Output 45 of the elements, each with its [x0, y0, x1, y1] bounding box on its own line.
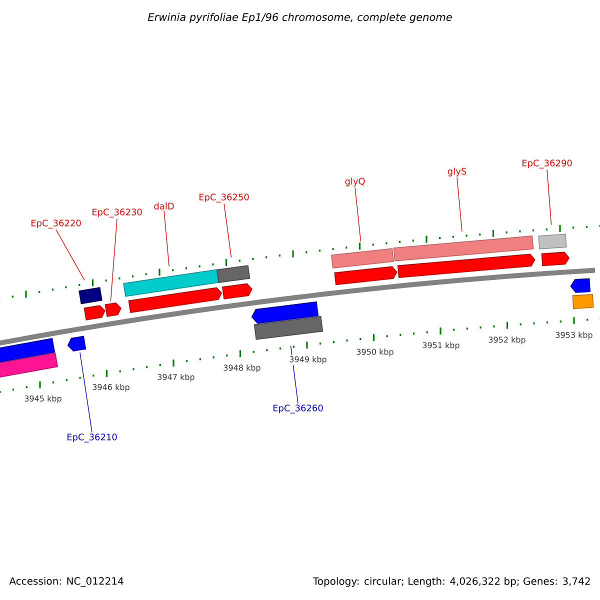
gene-label: EpC_36230 [92, 208, 142, 218]
position-label: 3953 kbp [554, 330, 594, 340]
gene-feature [254, 316, 324, 340]
gene-feature [572, 294, 594, 310]
footer-text: Accession: NC_012214 [9, 577, 124, 587]
leader-line [456, 177, 462, 232]
gene-feature [331, 248, 394, 268]
gene-label: EpC_36250 [199, 194, 249, 202]
gene-label: glyQ [345, 178, 365, 186]
leader-line [110, 218, 118, 302]
gene-feature [570, 278, 591, 293]
position-label: 3948 kbp [222, 364, 262, 374]
gene-feature [538, 234, 567, 250]
position-label: 3945 kbp [23, 394, 63, 404]
gene-label: EpC_36210 [67, 434, 117, 442]
gene-label: dalD [154, 202, 174, 210]
leader-line [224, 203, 232, 258]
gene-label: EpC_36260 [273, 404, 323, 414]
leader-line [164, 210, 170, 267]
leader-line [56, 229, 85, 280]
gene-label: EpC_36220 [31, 220, 81, 228]
gene-feature [104, 302, 122, 317]
leader-line [354, 187, 362, 242]
title: Erwinia pyrifoliae Ep1/96 chromosome, complete genome [148, 12, 452, 24]
position-label: 3950 kbp [355, 348, 395, 358]
footer-text: Topology: circular; Length: 4,026,322 bp; Genes: 3,742 [312, 577, 590, 587]
gene-feature [84, 305, 106, 320]
position-label: 3946 kbp [91, 382, 131, 393]
gene-feature [397, 254, 536, 278]
gene-label: EpC_36290 [522, 160, 572, 168]
gene-feature [216, 265, 250, 284]
position-label: 3949 kbp [288, 355, 328, 365]
position-label: 3951 kbp [421, 341, 461, 351]
gene-feature [67, 336, 86, 352]
leader-line [546, 169, 552, 226]
leader-line [80, 352, 92, 433]
gene-feature [128, 287, 222, 313]
gene-feature [334, 266, 398, 286]
position-label: 3947 kbp [156, 372, 196, 383]
gene-feature [78, 287, 102, 304]
gene-feature [251, 301, 319, 324]
gene-feature [541, 252, 570, 266]
gene-label: glyS [448, 168, 466, 176]
position-label: 3952 kbp [487, 335, 527, 346]
gene-feature [123, 269, 219, 297]
